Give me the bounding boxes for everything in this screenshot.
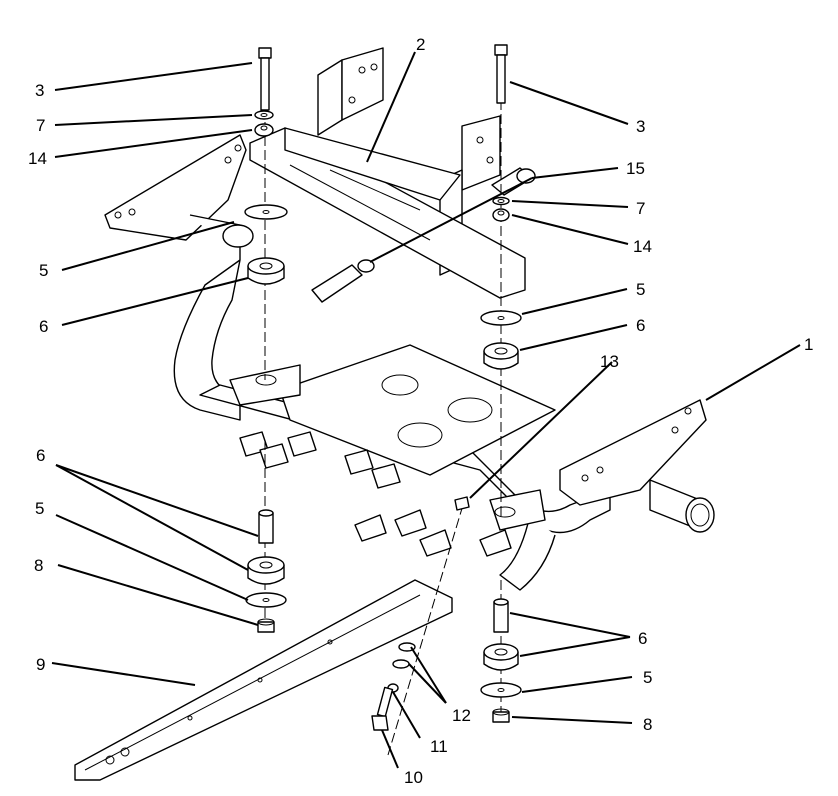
callout-13: 13 (600, 352, 619, 371)
nut-8-right (492, 708, 510, 723)
washer-7-left (254, 110, 274, 120)
washer-7-right (492, 196, 510, 206)
nut-8-left (257, 618, 275, 633)
callout-6-right-bottom: 6 (638, 629, 648, 648)
callout-14-right: 14 (633, 237, 652, 256)
isolator-6-left-bottom (247, 556, 285, 585)
washer-5-left-top (244, 204, 288, 220)
washer-5-right-top (480, 310, 522, 326)
callout-12: 12 (452, 706, 471, 725)
callout-6-left-bottom: 6 (36, 446, 46, 465)
sleeve-6-left (258, 509, 274, 544)
callout-3-left: 3 (35, 81, 45, 100)
callout-11: 11 (430, 737, 448, 756)
callout-5-left-top: 5 (39, 261, 49, 280)
callout-5-right-bottom: 5 (643, 668, 653, 687)
isolator-6-left-top (247, 257, 285, 285)
washer-5-left-bottom (245, 592, 287, 608)
bolt-right (494, 44, 508, 104)
callout-8-left: 8 (34, 556, 44, 575)
callout-15: 15 (626, 159, 645, 178)
engine-mount-bracket (249, 47, 526, 299)
callout-8-right: 8 (643, 715, 653, 734)
callout-10: 10 (404, 768, 423, 787)
callout-5-right-top: 5 (636, 280, 646, 299)
bolt-10 (371, 686, 394, 731)
nut-13 (454, 496, 470, 511)
callout-6-left-top: 6 (39, 317, 49, 336)
isolator-6-right-bottom (483, 643, 519, 671)
callout-5-left-bottom: 5 (35, 499, 45, 518)
isolator-6-right-top (483, 342, 519, 370)
sleeve-6-right (493, 598, 509, 633)
callout-3-right: 3 (636, 117, 646, 136)
leader-lines (51, 51, 801, 769)
washers-12 (392, 642, 416, 669)
spacer-14-right (492, 208, 510, 222)
washer-5-right-bottom (480, 682, 522, 698)
callout-7-left: 7 (36, 116, 46, 135)
main-frame (104, 134, 715, 591)
spacer-14-left (254, 123, 274, 137)
callout-9: 9 (36, 655, 46, 674)
skid-rail (74, 579, 453, 781)
callout-6-right-top: 6 (636, 316, 646, 335)
callout-7-right: 7 (636, 199, 646, 218)
callout-2: 2 (416, 35, 426, 54)
callout-14-left: 14 (28, 149, 47, 168)
bolt-left (258, 47, 272, 111)
callout-1: 1 (804, 335, 814, 354)
